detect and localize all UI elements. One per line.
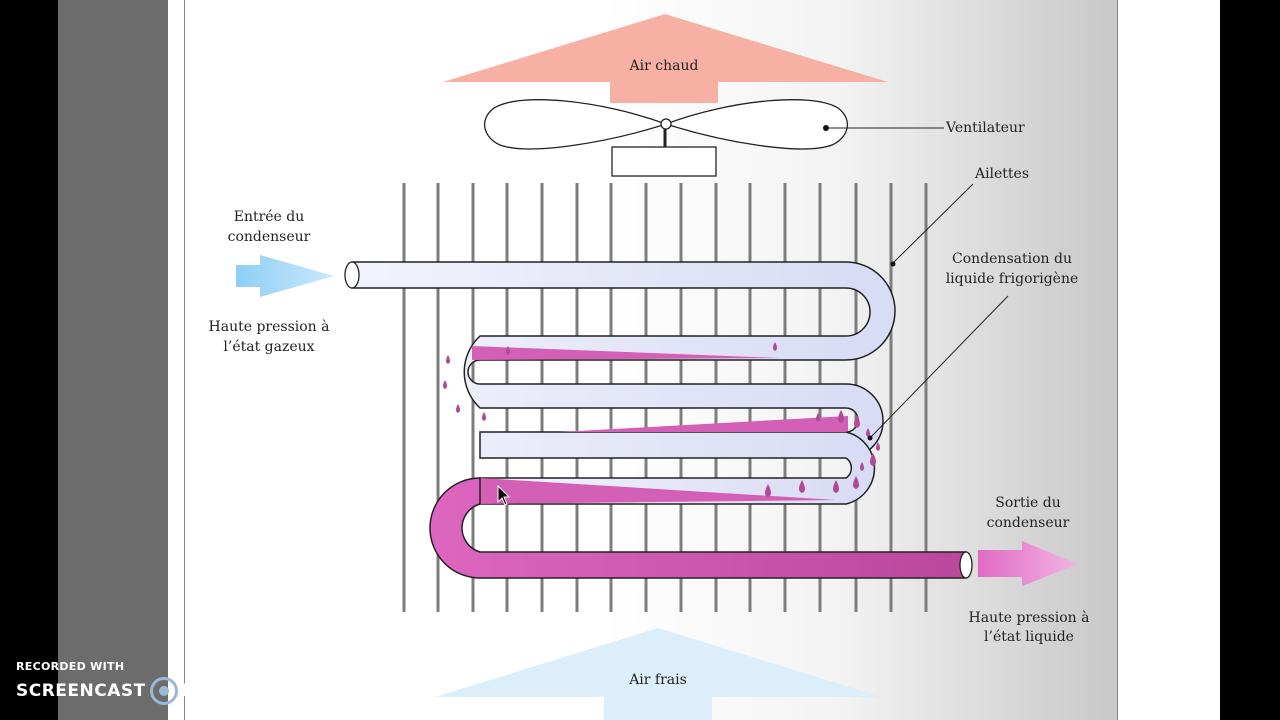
fins-label: Ailettes [974, 166, 1030, 182]
liquid-wedge [480, 478, 836, 504]
fins-pointer-dot [890, 261, 896, 267]
condensation-label-line1: Condensation du [952, 251, 1072, 267]
inlet-state-line1: Haute pression à [208, 319, 330, 335]
outlet-arrow [978, 541, 1078, 586]
tube-liquid-section [429, 477, 967, 579]
outlet-label-line2: condenseur [986, 515, 1070, 531]
record-icon [149, 677, 178, 705]
condensation-label-line2: liquide frigorigène [945, 271, 1079, 287]
hot-air-arrow [443, 14, 888, 103]
fins-leader-line [892, 183, 974, 264]
tube-inlet-end [344, 261, 360, 289]
tube-gas-section [351, 261, 896, 459]
liquid-streak-1 [472, 346, 780, 360]
tube-outlet-end [959, 551, 973, 579]
inlet-arrow [236, 255, 334, 297]
cold-air-label: Air frais [629, 672, 687, 688]
outlet-state-line1: Haute pression à [968, 610, 1090, 626]
cold-air-arrow [435, 628, 882, 720]
fan-label: Ventilateur [946, 120, 1025, 136]
mouse-cursor-icon [497, 484, 511, 506]
inlet-label-line1: Entrée du [233, 209, 305, 225]
outlet-state-line2: l’état liquide [984, 629, 1074, 645]
fan-icon [483, 99, 849, 177]
condensation-pointer-dot [867, 435, 873, 441]
inlet-state-line2: l’état gazeux [223, 339, 315, 355]
hot-air-label: Air chaud [629, 58, 699, 74]
screencast-watermark: RECORDED WITH SCREENCAST MATIC [16, 660, 243, 705]
condensation-leader-line [869, 295, 1009, 439]
watermark-brand-part2: MATIC [181, 681, 244, 701]
inlet-label-line2: condenseur [227, 229, 311, 245]
watermark-brand-part1: SCREENCAST [16, 681, 146, 701]
condensation-droplets [443, 342, 880, 497]
watermark-line1: RECORDED WITH [16, 660, 125, 673]
liquid-streak-2 [560, 416, 848, 432]
outlet-label-line1: Sortie du [995, 495, 1061, 511]
